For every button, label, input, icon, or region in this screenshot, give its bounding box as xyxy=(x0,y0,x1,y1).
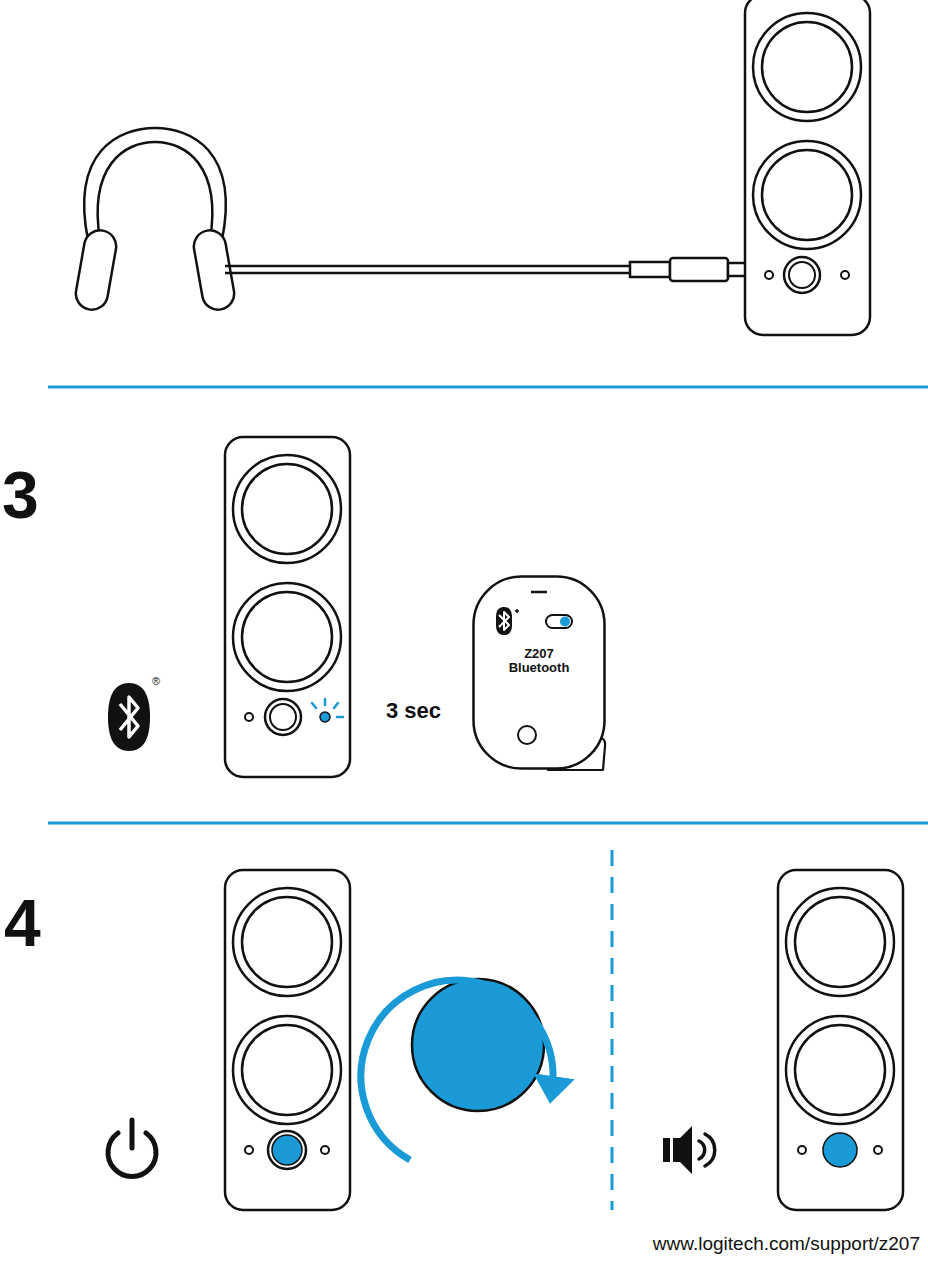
speaker-volume-icon xyxy=(663,1126,715,1174)
support-url: www.logitech.com/support/z207 xyxy=(653,1234,920,1253)
speaker-knob xyxy=(784,257,820,293)
phone-label: Z207 Bluetooth xyxy=(504,647,574,674)
audio-cable xyxy=(225,258,765,281)
step-number: 4 xyxy=(4,890,41,956)
volume-knob xyxy=(268,1131,306,1169)
headphones xyxy=(73,128,236,312)
speaker xyxy=(745,0,870,335)
divider xyxy=(48,386,928,389)
hold-duration: 3 sec xyxy=(386,700,441,722)
step-number: 3 xyxy=(2,462,39,528)
speaker xyxy=(778,870,903,1210)
power-icon xyxy=(108,1120,156,1176)
dashed-divider xyxy=(611,850,614,1210)
bluetooth-logo xyxy=(108,683,150,751)
phone-screen: Z207 Bluetooth xyxy=(472,575,606,770)
speaker xyxy=(225,437,350,777)
bluetooth-led xyxy=(312,699,343,722)
registered-mark: ® xyxy=(152,676,160,687)
knob-closeup xyxy=(412,979,544,1111)
speaker xyxy=(225,870,350,1210)
speaker-knob xyxy=(265,699,301,735)
speaker-button xyxy=(823,1133,857,1167)
divider xyxy=(48,822,928,825)
rotate-arrow xyxy=(361,980,553,1160)
